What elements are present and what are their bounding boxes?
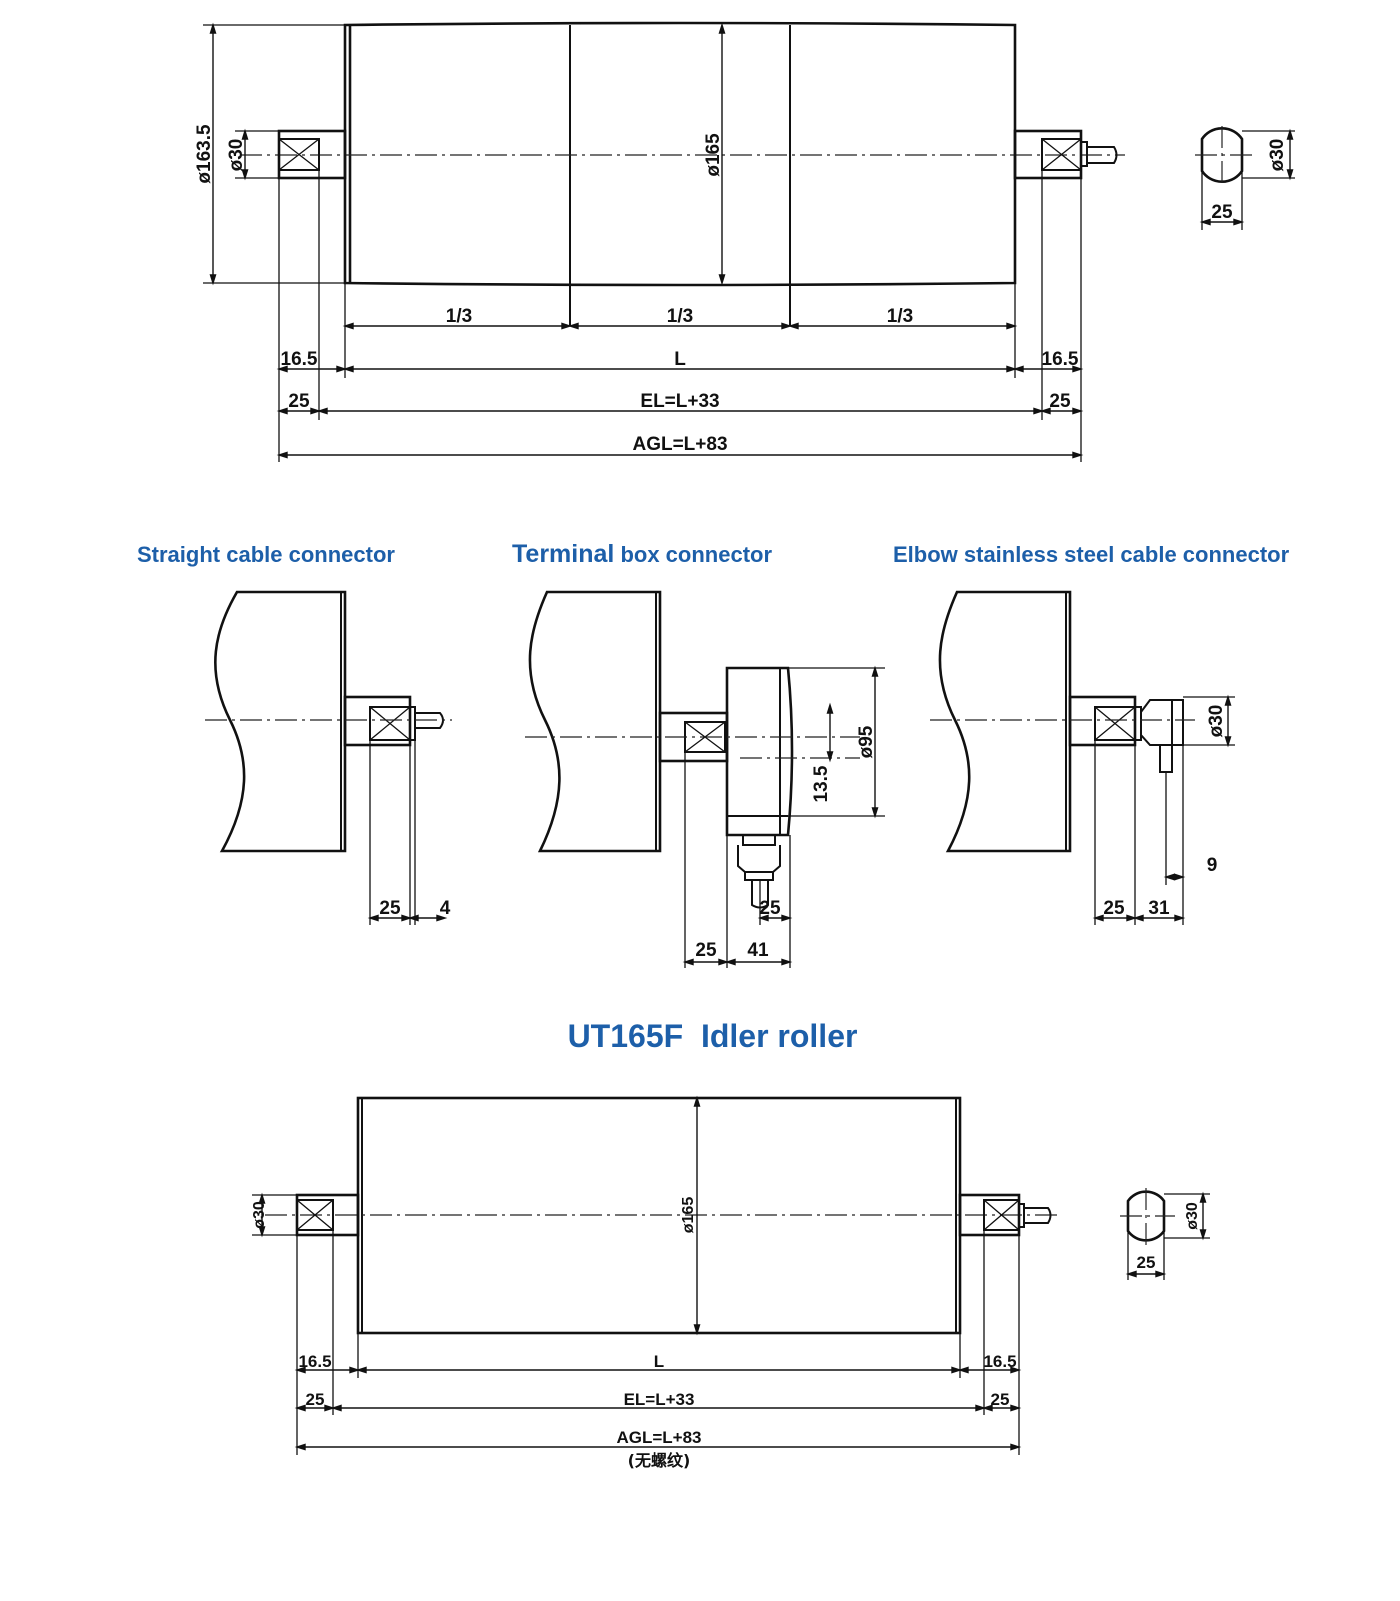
dim-terminal-gland: 25 — [759, 898, 781, 919]
section-title: UT165F Idler roller — [567, 1018, 858, 1054]
dim-agl-note: (无螺纹) — [628, 1451, 691, 1470]
dim-terminal-b: 41 — [747, 940, 769, 961]
dimension-line — [241, 128, 249, 181]
dimension-line — [826, 702, 834, 763]
dim-elbow-b: 31 — [1148, 898, 1170, 919]
terminal-box — [725, 666, 794, 837]
dimension-line — [1199, 218, 1245, 226]
top-roller — [203, 21, 1295, 462]
dimension-line — [1012, 365, 1084, 373]
dimension-line — [1199, 1191, 1207, 1241]
dim-terminal-dia: ø95 — [856, 725, 877, 758]
dim-length-bottom: L — [654, 1352, 664, 1371]
dimension-line — [1163, 873, 1186, 881]
dim-shaft-diameter: ø30 — [226, 139, 247, 172]
dim-tube-diameter-bottom: ø165 — [680, 1197, 697, 1234]
dim-flange-left: 16.5 — [281, 349, 318, 370]
dimension-line — [757, 914, 793, 922]
dimension-line — [294, 1443, 1022, 1451]
dim-straight-a: 25 — [379, 898, 401, 919]
dimension-line — [567, 322, 793, 330]
dim-end-left: 25 — [288, 391, 310, 412]
terminal-connector-title: Terminal box connector — [512, 540, 772, 569]
dim-elbow-dia: ø30 — [1206, 705, 1227, 738]
dim-end-view-flat: 25 — [1211, 202, 1233, 223]
dimension-line — [276, 451, 1084, 459]
dimension-line — [1132, 914, 1186, 922]
dim-end-view-dia-bottom: ø30 — [1184, 1202, 1201, 1230]
dim-terminal-a: 25 — [695, 940, 717, 961]
terminal-box-connector-detail — [525, 590, 885, 968]
dim-end-view-flat-bottom: 25 — [1137, 1253, 1156, 1272]
dimension-line — [682, 958, 730, 966]
dim-third-1: 1/3 — [446, 306, 472, 327]
dimension-line — [718, 22, 726, 286]
dim-elbow-a: 25 — [1103, 898, 1125, 919]
dim-flange-left-bottom: 16.5 — [298, 1352, 331, 1371]
terminal-title-rest: box connector — [614, 542, 773, 567]
dimension-labels: ø163.5 ø30 ø165 1/3 1/3 1/3 L 16.5 16.5 … — [194, 124, 1288, 1470]
dim-flange-right-bottom: 16.5 — [983, 1352, 1016, 1371]
dimension-line — [342, 365, 1018, 373]
end-view — [1195, 126, 1252, 184]
dimension-line — [1286, 128, 1294, 181]
dim-third-3: 1/3 — [887, 306, 913, 327]
elbow-connector-detail — [930, 590, 1235, 925]
dimension-line — [355, 1366, 963, 1374]
dimension-line — [981, 1404, 1022, 1412]
straight-connector-title: Straight cable connector — [137, 542, 395, 567]
left-shaft-bearing — [277, 129, 347, 180]
dim-shaft-diameter-bottom: ø30 — [251, 1201, 268, 1229]
dim-end-view-dia: ø30 — [1267, 139, 1288, 172]
dimension-line — [367, 914, 413, 922]
dimension-line — [1224, 694, 1232, 748]
dimension-line — [316, 407, 1045, 415]
terminal-title-bold: Terminal — [512, 540, 615, 568]
dimension-line — [724, 958, 793, 966]
dimension-line — [330, 1404, 987, 1412]
dimension-line — [693, 1095, 701, 1336]
straight-connector-detail — [205, 590, 452, 925]
right-shaft-bearing — [1013, 129, 1118, 180]
dimension-line — [787, 322, 1018, 330]
dim-straight-b: 4 — [440, 898, 451, 919]
dimension-line — [342, 322, 573, 330]
elbow-connector-title: Elbow stainless steel cable connector — [893, 542, 1290, 567]
dimension-line — [1092, 914, 1138, 922]
dimension-line — [871, 665, 879, 819]
dim-flange-right: 16.5 — [1042, 349, 1079, 370]
dimension-lines — [209, 22, 1294, 1451]
dimension-line — [957, 1366, 1022, 1374]
dimension-line — [294, 1404, 336, 1412]
dimension-line — [1125, 1270, 1167, 1278]
dim-outer-diameter: ø163.5 — [194, 124, 215, 184]
dim-terminal-offset: 13.5 — [811, 765, 832, 802]
dim-el: EL=L+33 — [640, 391, 719, 412]
dimension-line — [407, 914, 448, 922]
roller-tube — [343, 21, 1017, 287]
dim-el-bottom: EL=L+33 — [624, 1390, 695, 1409]
dim-agl-bottom: AGL=L+83 — [616, 1428, 701, 1447]
dimension-line — [276, 365, 348, 373]
dimension-line — [294, 1366, 361, 1374]
dimension-line — [1039, 407, 1084, 415]
dim-end-right-bottom: 25 — [991, 1390, 1010, 1409]
dimension-line — [209, 22, 217, 286]
dimension-line — [258, 1192, 266, 1238]
dim-tube-diameter: ø165 — [703, 133, 724, 177]
dim-end-left-bottom: 25 — [306, 1390, 325, 1409]
dim-elbow-c: 9 — [1207, 855, 1218, 876]
dim-agl: AGL=L+83 — [632, 434, 727, 455]
dim-third-2: 1/3 — [667, 306, 693, 327]
bottom-roller — [252, 1096, 1210, 1455]
dim-end-right: 25 — [1049, 391, 1071, 412]
dimension-line — [276, 407, 322, 415]
dim-length: L — [674, 349, 686, 370]
